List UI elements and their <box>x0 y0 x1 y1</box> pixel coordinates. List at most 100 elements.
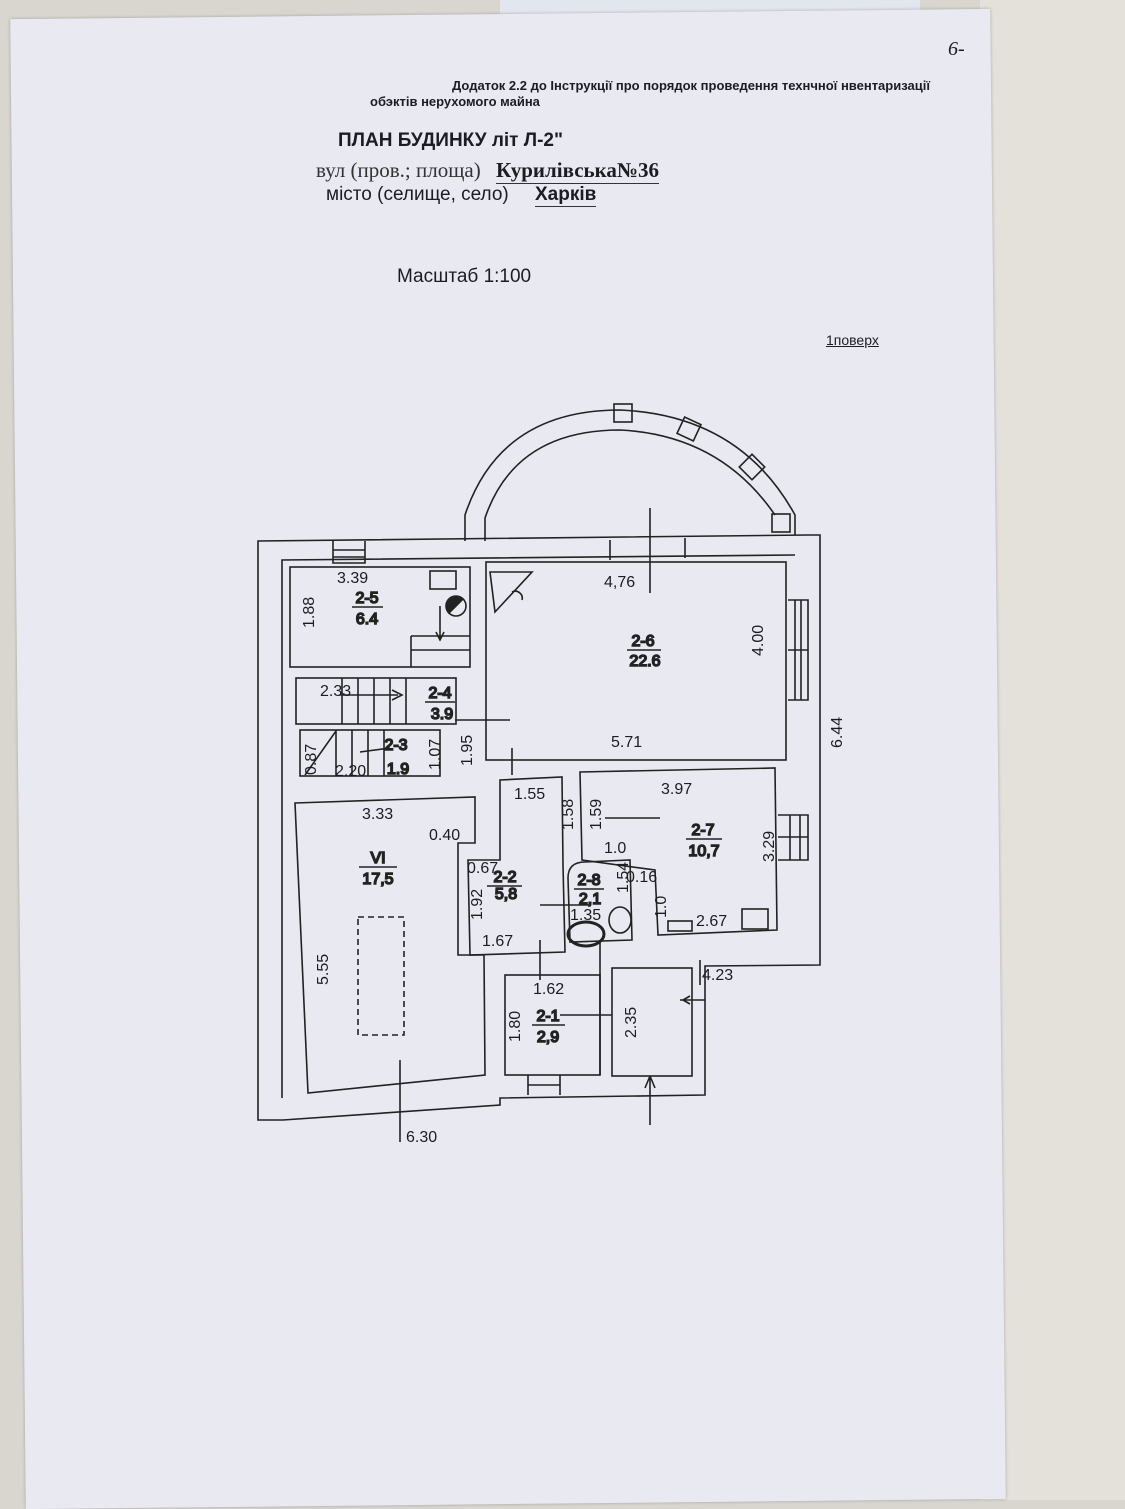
gas-meter-icon <box>445 595 467 617</box>
room-area: 6.4 <box>356 611 378 628</box>
dimension: 0.16 <box>626 869 657 886</box>
dimension: 1.54 <box>615 862 632 893</box>
room-2-5 <box>289 566 471 668</box>
toilet-icon <box>608 906 632 934</box>
dimension: 1.07 <box>427 739 444 770</box>
scale-label: Масштаб 1:100 <box>397 266 532 287</box>
room-area: 2,9 <box>537 1029 559 1046</box>
entrance-arrows <box>560 995 705 1125</box>
room-area: 3.9 <box>431 706 453 723</box>
room-vi <box>294 796 486 1094</box>
room-2-8 <box>567 859 633 943</box>
stove-icon <box>667 920 693 932</box>
sink-icon <box>566 920 606 948</box>
dimension: 1.95 <box>459 735 476 766</box>
gas-meter-fill <box>446 596 465 615</box>
dimension: 2.20 <box>335 763 366 780</box>
dimension: 3.33 <box>362 806 393 823</box>
boiler-t-icon <box>741 908 769 930</box>
dimension: 1.59 <box>588 799 605 830</box>
room-area: 5,8 <box>495 886 517 903</box>
dimension: 4.00 <box>750 625 767 656</box>
room-id: 2-1 <box>536 1008 559 1025</box>
dimension: 1.80 <box>507 1011 524 1042</box>
room-id: 2-6 <box>631 633 654 650</box>
window-top <box>332 541 366 564</box>
plan-title: ПЛАН БУДИНКУ літ Л-2" <box>338 130 563 151</box>
vestibule <box>611 967 693 1077</box>
dimension-lines <box>540 817 660 906</box>
dimension-lines <box>539 940 701 1075</box>
dimension: 1.67 <box>482 933 513 950</box>
bay-window-pane <box>675 415 703 443</box>
city-label: місто (селище, село) <box>326 184 509 205</box>
street-label: вул (пров.; площа) <box>316 158 481 182</box>
floor-label: 1поверх <box>826 332 879 348</box>
stair-treads <box>304 730 391 776</box>
room-id: VI <box>370 850 385 867</box>
window-right <box>788 599 809 701</box>
room-id: 2-2 <box>493 869 516 886</box>
inner-wall-outline <box>281 554 796 1098</box>
dimension: 1.88 <box>301 597 318 628</box>
room-id: 2-5 <box>355 590 378 607</box>
dimension: 5.71 <box>611 734 642 751</box>
room-2-2 <box>467 776 566 956</box>
dimension: 1.0 <box>604 840 626 857</box>
dimension: 0.67 <box>467 860 498 877</box>
appendix-line-2: обэктів нерухомого майна <box>370 94 540 109</box>
dimension: 1.92 <box>469 889 486 920</box>
fireplace-icon <box>489 571 534 614</box>
bay-window-pane <box>613 403 633 423</box>
dimension: 1.55 <box>514 786 545 803</box>
bay-window-pane <box>738 453 766 481</box>
room-id: 2-7 <box>691 822 714 839</box>
stairs-upper <box>295 677 457 725</box>
dimension: 2.33 <box>320 683 351 700</box>
room-2-6 <box>485 561 787 761</box>
page-number: 6- <box>948 38 965 60</box>
room-labels: 2-5 6.4 2-6 22.6 2-4 3.9 2-3 1.9 VI 17,5… <box>352 589 722 1047</box>
pit-outline <box>357 916 405 1036</box>
dimension: 1.35 <box>570 907 601 924</box>
room-area: 17,5 <box>362 871 393 888</box>
dimension: 3.29 <box>761 831 778 862</box>
dimension: 4,76 <box>604 574 635 591</box>
dimension: 2.67 <box>696 913 727 930</box>
room-2-7 <box>579 767 778 936</box>
dimension: 2.35 <box>623 1007 640 1038</box>
dimension: 3.97 <box>661 781 692 798</box>
outer-wall <box>257 534 821 1121</box>
bay-window-inner-arc <box>484 429 776 541</box>
street-value: Курилівська№36 <box>496 158 660 184</box>
window-top-right <box>609 538 686 560</box>
room-area: 1.9 <box>387 761 409 778</box>
stair-treads <box>340 678 407 724</box>
stairs-down <box>410 606 470 667</box>
dimension: 5.55 <box>315 954 332 985</box>
dimension: 1.0 <box>653 896 670 918</box>
city-value: Харків <box>535 184 597 207</box>
dimension: 6.44 <box>829 717 846 748</box>
room-area: 2,1 <box>579 891 601 908</box>
dimension: 4.23 <box>702 967 733 984</box>
dimension: 6.30 <box>406 1129 437 1146</box>
background-surface <box>980 0 1125 1500</box>
dimension: 1.58 <box>560 799 577 830</box>
bay-window-pane <box>771 513 791 533</box>
boiler-icon <box>429 570 457 590</box>
dimension: 3.39 <box>337 570 368 587</box>
dimension-labels: 3.39 1.88 4,76 4.00 6.44 2.33 0.87 2.20 … <box>301 570 846 1146</box>
dimension: 1.62 <box>533 981 564 998</box>
dimension-lines <box>455 508 651 775</box>
window-right <box>778 814 809 861</box>
room-area: 10,7 <box>688 843 719 860</box>
bay-window-outer-arc <box>464 409 796 541</box>
room-area: 22.6 <box>629 653 660 670</box>
dimension: 0.87 <box>303 744 320 775</box>
stairs-lower <box>299 729 441 777</box>
dimension: 0.40 <box>429 827 460 844</box>
appendix-line-1: Додаток 2.2 до Інструкції про порядок пр… <box>452 78 931 93</box>
room-id: 2-3 <box>384 737 407 754</box>
